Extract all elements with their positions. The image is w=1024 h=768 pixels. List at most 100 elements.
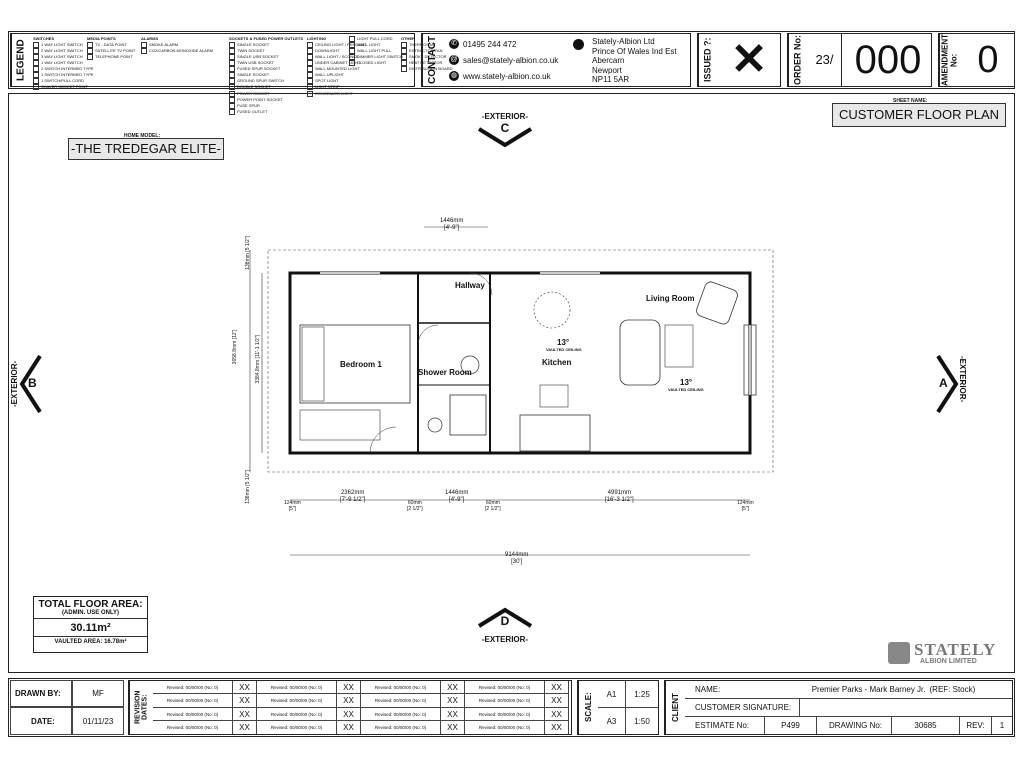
legend-item: FUSED SPUR SOCKET xyxy=(229,66,307,73)
dim-seg1: 2362mm [7'-9 1/2"] xyxy=(340,490,365,504)
scale-a1-size: A1 xyxy=(598,681,626,708)
dim-left-top: 138mm [5 1/2"] xyxy=(245,236,251,270)
floor-plan xyxy=(249,226,774,556)
signature-field[interactable] xyxy=(800,699,1012,717)
legend-symbol-icon xyxy=(33,84,39,91)
order-prefix: 23/ xyxy=(808,34,842,86)
dim-end-right-value: 124mm xyxy=(737,500,754,506)
dim-seg2: 1446mm [4'-9"] xyxy=(445,490,468,504)
address-line: Prince Of Wales Ind Est xyxy=(592,46,677,56)
contact-web[interactable]: www.stately-albion.co.uk xyxy=(463,71,551,81)
legend-item: 1 WAY LIGHT SWITCH xyxy=(33,60,87,67)
contact-phone[interactable]: 01495 244 472 xyxy=(463,39,517,49)
title-block xyxy=(8,678,1015,737)
legend-item: 1 SWITCH/PULL CORD xyxy=(33,78,87,85)
order-label: ORDER No: xyxy=(788,34,806,86)
legend-symbol-icon xyxy=(307,42,313,48)
legend-item: POWER POINT SOCKET xyxy=(229,96,307,103)
estimate-label: ESTIMATE No: xyxy=(685,717,765,734)
legend-item: WALL LIGHT PULL xyxy=(349,48,401,55)
revisions-panel: REVISION DATES: Revised: 00/00/00 (No: 0… xyxy=(128,680,572,735)
legend-symbol-icon xyxy=(33,78,39,85)
legend-item: THERMOSTAT xyxy=(401,42,441,48)
drawing-value: 30685 xyxy=(892,717,960,734)
exterior-a-letter: A xyxy=(939,376,948,390)
revision-initials-cell: XX xyxy=(545,720,569,734)
exterior-d-letter: D xyxy=(500,614,510,628)
legend-item: WALL LIGHT xyxy=(349,42,401,49)
exterior-c-letter: C xyxy=(500,121,510,135)
dim-left-total: 3658.8mm [12'] xyxy=(232,330,238,364)
rev-label: REV: xyxy=(960,717,992,734)
revision-date-cell: Revised: 00/00/00 (No: 0) xyxy=(257,681,337,695)
revision-initials-cell: XX xyxy=(545,707,569,721)
dim-seg2-imperial: [4'-9"] xyxy=(449,497,465,503)
order-number[interactable]: 000 xyxy=(854,38,922,82)
legend-item: DOUBLE SOCKET xyxy=(229,84,307,91)
dim-seg1-value: 2362mm xyxy=(340,490,365,496)
address-line: Newport xyxy=(592,65,622,75)
legend-item: DISTRIBUTION BOARD xyxy=(401,66,453,73)
room-label-living: Living Room xyxy=(646,294,695,303)
legend-item: SMOKE DETECTOR xyxy=(401,54,447,61)
scale-panel: SCALE: A1 1:25 A3 1:50 xyxy=(577,680,659,735)
legend-symbol-icon xyxy=(229,54,235,61)
exterior-arrow-right-icon xyxy=(936,354,959,414)
issued-mark[interactable]: ✕ xyxy=(730,35,768,84)
legend-item-label: DISTRIBUTION BOARD xyxy=(409,66,453,72)
revision-date-cell: Revised: 00/00/00 (No: 0) xyxy=(465,694,545,708)
contact-email-row: @ sales@stately-albion.co.uk xyxy=(449,55,558,65)
legend-item-label: 1 SWITCH INTERMED TYPE xyxy=(41,72,94,78)
legend-symbol-icon xyxy=(401,60,407,67)
legend-item-label: TWIN SOCKET xyxy=(237,48,265,54)
legend-item-label: SMOKE DETECTOR xyxy=(409,54,447,60)
legend-item: SINGLE SOCKET xyxy=(229,42,307,48)
dim-gap-2: 60mm [2 1/2"] xyxy=(485,500,501,512)
legend-symbol-icon xyxy=(349,42,355,49)
legend-item-label: TWIN USB SOCKET xyxy=(237,60,275,66)
legend-item-label: TELEPHONE POINT xyxy=(95,54,133,60)
revision-initials-cell: XX xyxy=(545,681,569,695)
legend-item: SMOKE ALARM xyxy=(141,42,229,48)
exterior-c-label: -EXTERIOR- xyxy=(481,112,529,121)
legend-item-label: WALL LIGHT xyxy=(357,42,381,48)
dim-end-left-imperial: [5"] xyxy=(288,506,297,512)
contact-phone-row: ✆ 01495 244 472 xyxy=(449,39,516,49)
legend-item-label: WALL LIGHT PULL xyxy=(357,48,392,54)
dim-gap-1-imperial: [2 1/2"] xyxy=(407,506,423,512)
legend-item: DIMMER LIGHT SWITCH xyxy=(349,54,403,61)
legend-item-label: LIGHT STRIP xyxy=(315,84,340,90)
vault-angle-1: 13° xyxy=(557,338,570,347)
legend-item: CLOSED LIGHT xyxy=(349,60,401,67)
scale-label: SCALE: xyxy=(578,681,598,734)
dim-top-value: 1446mm xyxy=(440,218,464,224)
exterior-arrow-up-icon xyxy=(477,607,533,628)
sheet-name: CUSTOMER FLOOR PLAN xyxy=(832,103,1006,127)
legend-item-label: DOUBLE SOCKET xyxy=(237,84,272,90)
location-icon xyxy=(573,39,584,50)
amendment-number[interactable]: 0 xyxy=(977,39,999,81)
exterior-b-marker: B -EXTERIOR- xyxy=(8,352,48,416)
legend-item-label: 1 WAY LIGHT SWITCH xyxy=(41,60,83,66)
exterior-arrow-down-icon xyxy=(477,127,533,148)
legend-item: TWIN USB SOCKET xyxy=(229,60,307,67)
client-name: Premier Parks - Mark Barney Jr. xyxy=(811,685,926,694)
dim-left-inner-imperial: [11'-1 1/2"] xyxy=(255,335,261,359)
legend-column-heading: MEDIA POINTS xyxy=(87,36,116,41)
legend-symbol-icon xyxy=(307,48,313,55)
legend-item: SHAVER SOCKET POINT xyxy=(33,84,88,91)
revision-initials-cell: XX xyxy=(337,694,361,708)
dim-left-inner-value: 3384.8mm xyxy=(255,359,261,384)
contact-email[interactable]: sales@stately-albion.co.uk xyxy=(463,55,559,65)
contact-web-row: ◍ www.stately-albion.co.uk xyxy=(449,71,551,81)
dim-end-left: 124mm [5"] xyxy=(284,500,301,512)
dim-seg1-imperial: [7'-9 1/2"] xyxy=(340,497,366,503)
signature-label: CUSTOMER SIGNATURE: xyxy=(685,699,800,717)
client-label: CLIENT xyxy=(665,681,685,734)
legend-symbol-icon xyxy=(33,66,39,73)
legend-symbol-icon xyxy=(229,96,235,103)
exterior-a-marker: A -EXTERIOR- xyxy=(930,352,970,416)
